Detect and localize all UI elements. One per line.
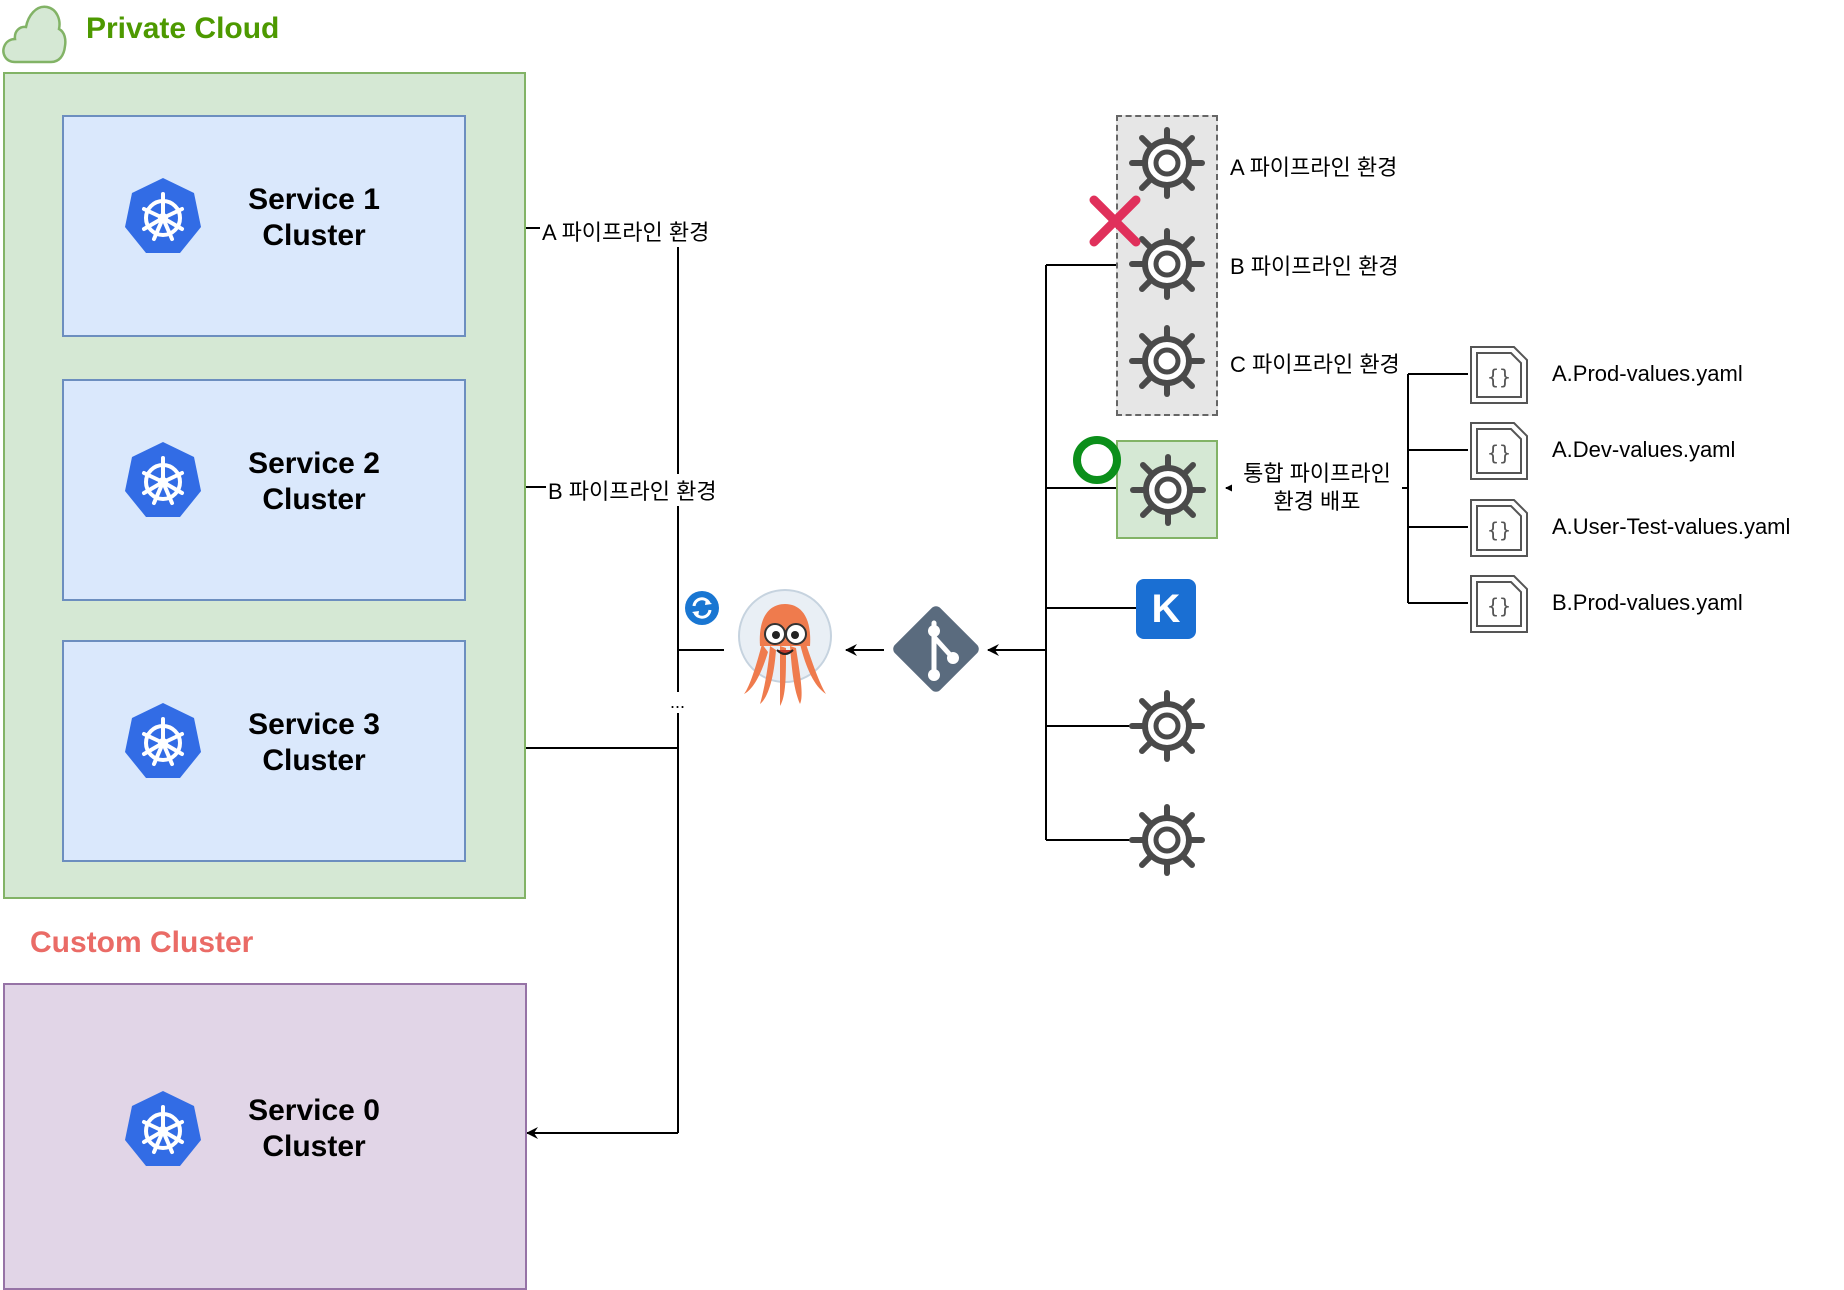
helm-icon[interactable] [1128,227,1206,301]
service-1-name: Service 1 [248,183,380,216]
custom-cluster-title: Custom Cluster [30,926,254,959]
helm-icon[interactable] [1128,126,1206,200]
json-file-icon[interactable]: {} [1468,344,1530,406]
service-2-cluster[interactable]: Service 2 Cluster [62,379,466,601]
service-2-name: Service 2 [248,447,380,480]
json-file-icon[interactable]: {} [1468,420,1530,482]
kustomize-icon[interactable]: K [1136,579,1196,639]
helm-icon[interactable] [1128,803,1206,877]
sync-icon [685,591,719,625]
git-icon[interactable] [884,597,988,703]
custom-cluster-container[interactable]: Service 0 Cluster [3,983,527,1290]
helm-icon [1130,454,1206,526]
kubernetes-icon [125,442,201,517]
cloud-icon [2,5,67,64]
svg-text:{}: {} [1487,518,1511,542]
service-0-name: Service 0 [248,1094,380,1127]
values-file-a-prod[interactable]: A.Prod-values.yaml [1552,361,1743,386]
service-3-cluster[interactable]: Service 3 Cluster [62,640,466,862]
kubernetes-icon [125,703,201,778]
unified-label-line1: 통합 파이프라인 [1243,461,1391,486]
service-3-name: Service 3 [248,708,380,741]
x-mark-icon [1089,195,1141,247]
kubernetes-icon [125,1091,201,1166]
values-file-a-user-test[interactable]: A.User-Test-values.yaml [1552,514,1791,539]
svg-text:{}: {} [1487,594,1511,618]
helm-env-b-label: B 파이프라인 환경 [1230,254,1399,279]
helm-icon[interactable] [1128,689,1206,763]
svg-text:{}: {} [1487,365,1511,389]
service-3-suffix: Cluster [262,744,366,777]
connector-label-a: A 파이프라인 환경 [540,215,712,247]
kustomize-letter: K [1151,587,1181,631]
private-cloud-title: Private Cloud [86,12,280,45]
json-file-icon[interactable]: {} [1468,497,1530,559]
helm-env-a-label: A 파이프라인 환경 [1230,155,1398,180]
kubernetes-icon [125,178,201,253]
connector-label-b: B 파이프라인 환경 [546,474,719,506]
o-mark-icon [1073,436,1121,484]
connector-ellipsis: ... [668,692,688,713]
argo-cd-icon[interactable] [730,586,840,710]
values-file-a-dev[interactable]: A.Dev-values.yaml [1552,437,1736,462]
unified-helm-box[interactable] [1116,440,1218,539]
values-file-b-prod[interactable]: B.Prod-values.yaml [1552,590,1743,615]
service-1-cluster[interactable]: Service 1 Cluster [62,115,466,337]
helm-env-c-label: C 파이프라인 환경 [1230,352,1400,377]
unified-label-line2: 환경 배포 [1273,489,1361,514]
service-1-suffix: Cluster [262,219,366,252]
helm-icon[interactable] [1128,324,1206,398]
service-0-suffix: Cluster [262,1130,366,1163]
service-2-suffix: Cluster [262,483,366,516]
json-file-icon[interactable]: {} [1468,573,1530,635]
svg-text:{}: {} [1487,441,1511,465]
